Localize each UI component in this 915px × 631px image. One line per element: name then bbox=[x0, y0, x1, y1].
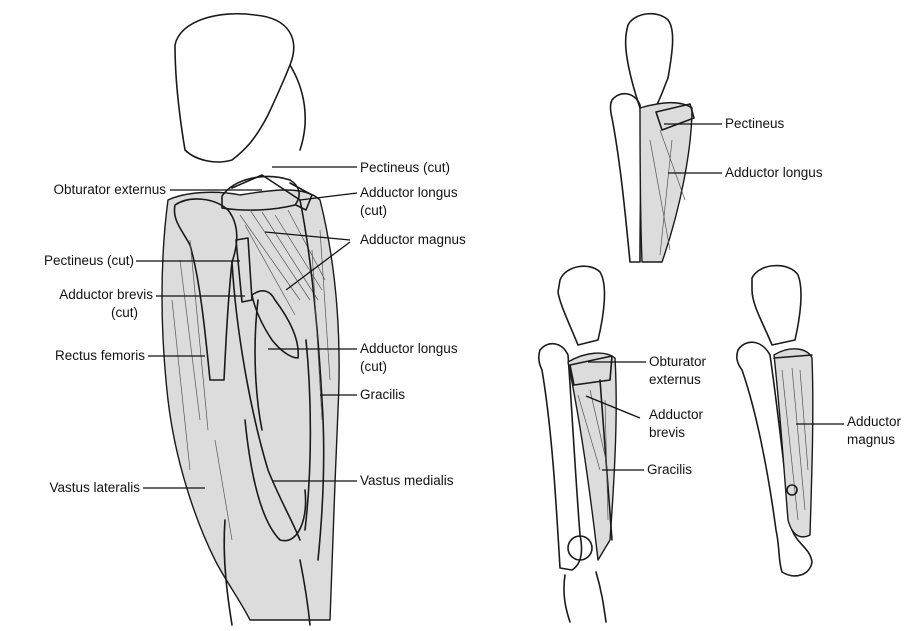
inset-br-adductor-magnus bbox=[774, 349, 813, 537]
label-pectineus-cut-top: Pectineus (cut) bbox=[360, 160, 450, 176]
label-adductor-longus-cut-mid-suffix: (cut) bbox=[360, 359, 387, 375]
label-inset-bl-obturator: Obturator bbox=[649, 354, 706, 370]
main-thigh-drawing bbox=[162, 14, 339, 625]
label-pectineus-cut-left: Pectineus (cut) bbox=[0, 253, 134, 269]
inset-bottom-right-femur bbox=[737, 266, 813, 576]
label-gracilis: Gracilis bbox=[360, 387, 405, 403]
label-inset-br-magnus: magnus bbox=[847, 432, 895, 448]
pelvis-outline bbox=[175, 14, 294, 162]
label-inset-bl-brevis: brevis bbox=[649, 425, 685, 441]
inset-br-pelvis bbox=[752, 266, 801, 345]
inset-bl-pelvis bbox=[558, 266, 604, 345]
label-adductor-longus-cut-top: Adductor longus bbox=[360, 185, 458, 201]
label-vastus-medialis: Vastus medialis bbox=[360, 473, 454, 489]
label-obturator-externus: Obturator externus bbox=[0, 182, 166, 198]
inset-top-adductor bbox=[640, 103, 692, 262]
label-inset-top-pectineus: Pectineus bbox=[725, 116, 784, 132]
label-vastus-lateralis: Vastus lateralis bbox=[0, 480, 140, 496]
label-inset-bl-gracilis: Gracilis bbox=[647, 462, 692, 478]
label-adductor-brevis-cut-suffix: (cut) bbox=[0, 305, 138, 321]
label-inset-br-adductor: Adductor bbox=[847, 414, 901, 430]
label-adductor-magnus: Adductor magnus bbox=[360, 232, 466, 248]
label-inset-bl-adductor: Adductor bbox=[649, 407, 703, 423]
label-inset-bl-externus: externus bbox=[649, 372, 701, 388]
label-inset-top-adductor-longus: Adductor longus bbox=[725, 165, 823, 181]
inset-top-femur bbox=[611, 14, 695, 262]
inset-bottom-left-femur bbox=[539, 266, 617, 622]
inset-top-pelvis bbox=[626, 14, 673, 108]
inset-top-femur-shaft bbox=[611, 94, 641, 262]
label-rectus-femoris: Rectus femoris bbox=[0, 348, 145, 364]
label-adductor-brevis-cut: Adductor brevis bbox=[0, 287, 153, 303]
label-adductor-longus-cut-top-suffix: (cut) bbox=[360, 203, 387, 219]
label-adductor-longus-cut-mid: Adductor longus bbox=[360, 341, 458, 357]
